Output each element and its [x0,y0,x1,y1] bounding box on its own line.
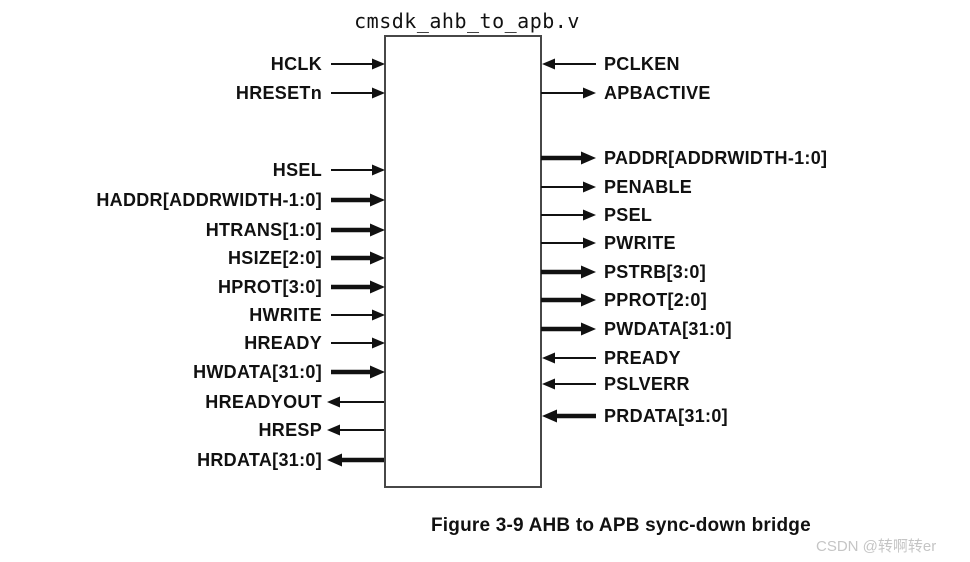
signal-label-psel: PSEL [604,205,653,225]
signal-label-pstrb-3-0: PSTRB[3:0] [604,262,707,282]
arrow-prdata-31-0 [542,409,596,423]
arrow-hresp [327,424,384,436]
signal-label-hwrite: HWRITE [249,305,322,325]
signal-label-paddr-addrwidth-1-0: PADDR[ADDRWIDTH-1:0] [604,148,828,168]
arrow-haddr-addrwidth-1-0 [331,193,385,207]
figure-caption: Figure 3-9 AHB to APB sync-down bridge [431,515,811,536]
arrow-hprot-3-0 [331,280,385,294]
arrow-hsize-2-0 [331,251,385,265]
signal-label-pprot-2-0: PPROT[2:0] [604,290,708,310]
signal-label-pready: PREADY [604,348,681,368]
arrow-paddr-addrwidth-1-0 [541,151,596,165]
arrow-hreadyout [327,396,384,408]
arrow-hsel [331,164,385,176]
arrow-psel [541,209,596,221]
signal-label-pwdata-31-0: PWDATA[31:0] [604,319,732,339]
signal-label-hrdata-31-0: HRDATA[31:0] [197,450,322,470]
signal-label-hresp: HRESP [258,420,322,440]
arrow-pwrite [541,237,596,249]
arrow-hclk [331,58,385,70]
signal-label-hready: HREADY [244,333,322,353]
signal-label-haddr-addrwidth-1-0: HADDR[ADDRWIDTH-1:0] [96,190,322,210]
signal-label-pslverr: PSLVERR [604,374,690,394]
arrow-htrans-1-0 [331,223,385,237]
signal-label-hsel: HSEL [272,160,322,180]
arrow-penable [541,181,596,193]
arrow-hwdata-31-0 [331,365,385,379]
arrow-hrdata-31-0 [327,453,384,467]
arrow-hwrite [331,309,385,321]
arrow-pwdata-31-0 [541,322,596,336]
signal-label-penable: PENABLE [604,177,693,197]
signal-label-hprot-3-0: HPROT[3:0] [217,277,322,297]
signal-label-hclk: HCLK [270,54,322,74]
arrow-pprot-2-0 [541,293,596,307]
arrow-pready [542,352,596,364]
arrow-hresetn [331,87,385,99]
module-box [384,35,542,488]
signal-label-htrans-1-0: HTRANS[1:0] [205,220,322,240]
module-filename: cmsdk_ahb_to_apb.v [354,9,580,33]
arrow-apbactive [541,87,596,99]
signal-label-pwrite: PWRITE [604,233,676,253]
arrow-pslverr [542,378,596,390]
signal-label-hreadyout: HREADYOUT [205,392,322,412]
signal-label-prdata-31-0: PRDATA[31:0] [604,406,728,426]
arrow-pclken [542,58,596,70]
signal-label-hsize-2-0: HSIZE[2:0] [227,248,322,268]
arrow-pstrb-3-0 [541,265,596,279]
signal-label-pclken: PCLKEN [604,54,680,74]
signal-label-apbactive: APBACTIVE [604,83,711,103]
arrow-hready [331,337,385,349]
signal-label-hresetn: HRESETn [235,83,322,103]
watermark: CSDN @转啊转er [816,538,937,555]
signal-label-hwdata-31-0: HWDATA[31:0] [193,362,322,382]
